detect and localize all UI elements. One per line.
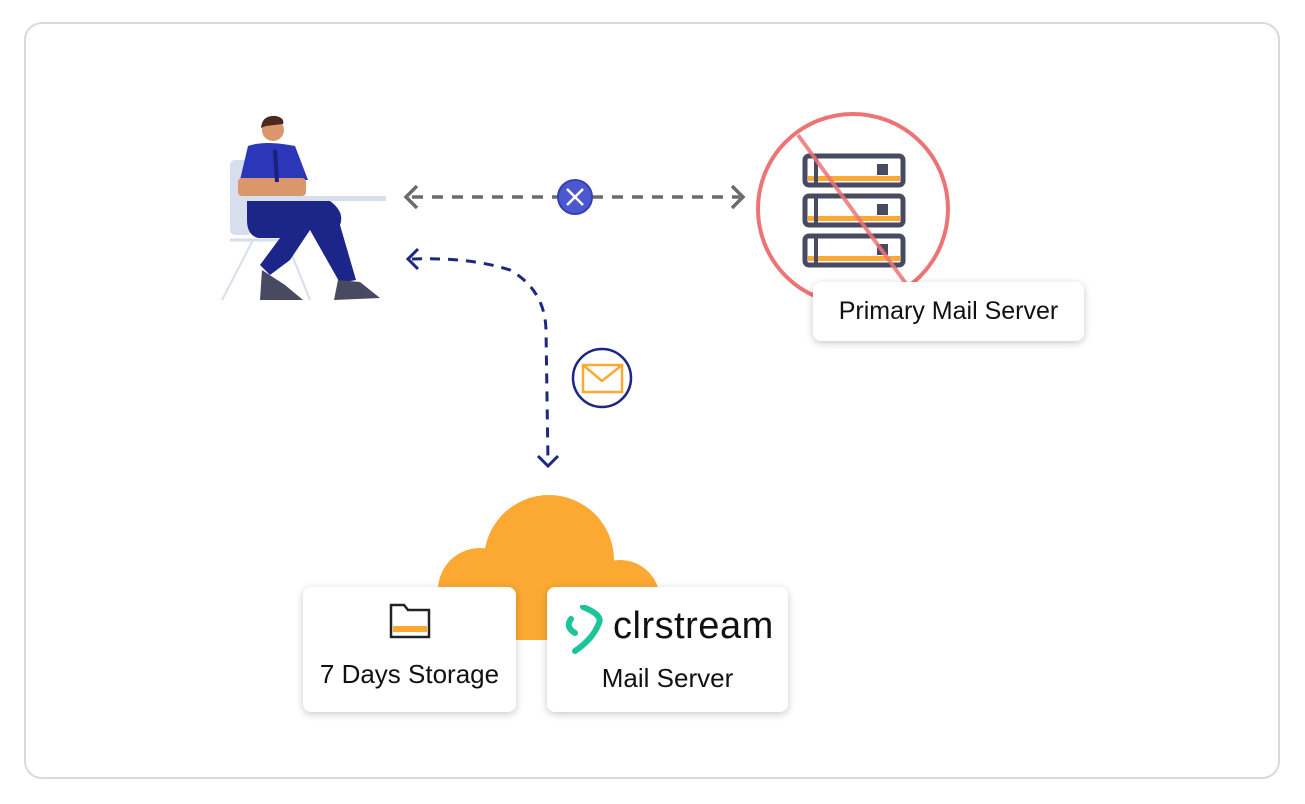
arrow-left-icon [403,184,419,210]
mail-server-label: Mail Server [601,663,734,693]
close-icon [557,179,593,215]
blocked-icon [756,112,950,306]
folder-icon [389,603,431,639]
storage-card: 7 Days Storage [303,587,516,712]
server-icon [802,153,906,268]
clrstream-logo-icon [565,605,603,654]
primary-mail-server-label: Primary Mail Server [813,282,1084,341]
envelope-icon [571,347,633,409]
arrow-right-icon [730,184,746,210]
person-at-desk-icon [221,115,386,301]
arrow-down-icon [536,454,560,469]
connection-backup [411,257,550,463]
mail-server-card: clrstream Mail Server [547,587,788,712]
brand-name: clrstream [613,605,774,647]
storage-label: 7 Days Storage [319,659,500,689]
